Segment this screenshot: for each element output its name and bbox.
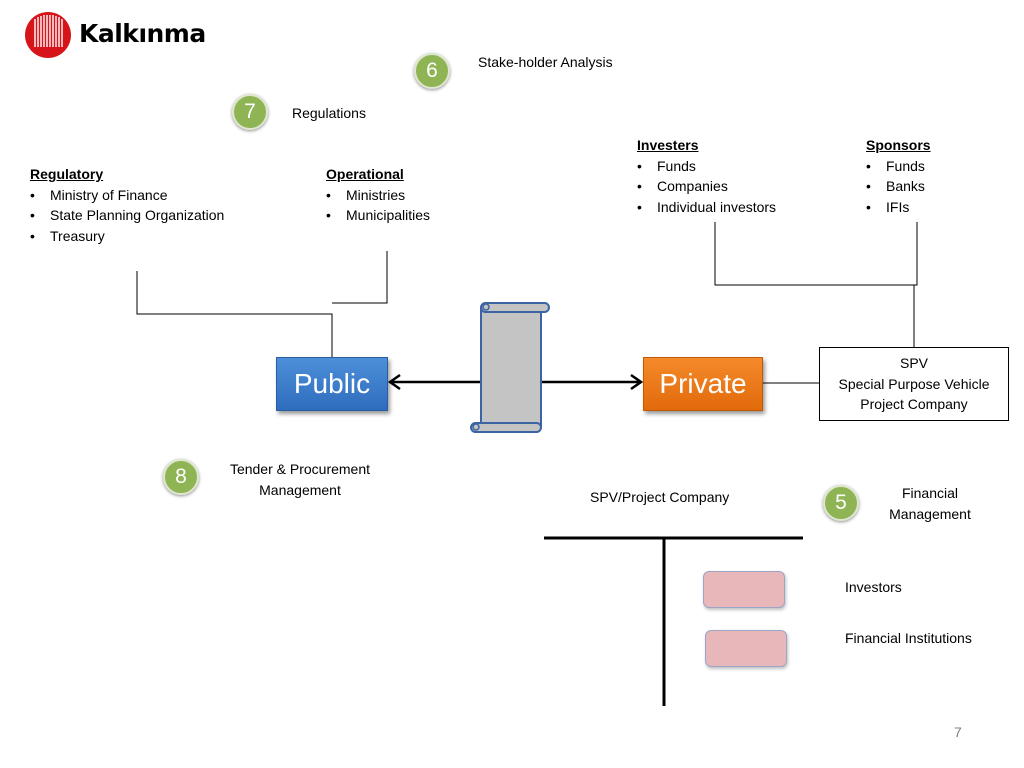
operational-group: Operational Ministries Municipalities [326, 164, 486, 226]
operational-list: Ministries Municipalities [326, 185, 486, 226]
sponsors-heading: Sponsors [866, 137, 931, 153]
list-item: Individual investors [637, 197, 817, 218]
spv-project-company: Project Company [860, 396, 968, 413]
step-6-badge: 6 [414, 53, 450, 89]
investers-heading: Investers [637, 137, 699, 153]
investers-connector [714, 222, 918, 286]
sponsors-group: Sponsors Funds Banks IFIs [866, 135, 986, 217]
operational-heading: Operational [326, 166, 404, 182]
tchart-title: SPV/Project Company [590, 489, 730, 505]
spv-subtitle: Special Purpose Vehicle [838, 375, 990, 392]
list-item: Ministry of Finance [30, 185, 290, 206]
step-5-badge: 5 [823, 485, 859, 521]
page-number: 7 [954, 724, 962, 740]
operational-connector [332, 251, 388, 304]
logo: Kalkınma [24, 11, 224, 59]
list-item: Companies [637, 176, 817, 197]
public-box: Public [276, 357, 388, 411]
list-item: Treasury [30, 226, 290, 247]
regulatory-heading: Regulatory [30, 166, 104, 182]
list-item: Municipalities [326, 205, 486, 226]
regulatory-list: Ministry of Finance State Planning Organ… [30, 185, 290, 247]
investers-list: Funds Companies Individual investors [637, 156, 817, 218]
step-7-badge: 7 [232, 94, 268, 130]
spv-box: SPV Special Purpose Vehicle Project Comp… [819, 347, 1009, 421]
step-6-label: Stake-holder Analysis [478, 54, 613, 70]
step-8-badge: 8 [163, 459, 199, 495]
list-item: Funds [866, 156, 986, 177]
private-box: Private [643, 357, 763, 411]
list-item: State Planning Organization [30, 205, 290, 226]
list-item: Ministries [326, 185, 486, 206]
investors-box [703, 571, 785, 608]
step-5-label: Financial Management [889, 485, 971, 522]
kalkinma-logo-icon [25, 12, 71, 58]
regulatory-group: Regulatory Ministry of Finance State Pla… [30, 164, 290, 246]
contract-scroll-icon [470, 302, 550, 433]
step-7-label: Regulations [292, 105, 366, 121]
logo-text: Kalkınma [79, 19, 206, 48]
step-8-label: Tender & Procurement Management [229, 461, 371, 498]
list-item: IFIs [866, 197, 986, 218]
regulatory-connector [136, 271, 333, 357]
investors-label: Investors [845, 579, 902, 595]
financial-institutions-box [705, 630, 787, 667]
financial-institutions-label: Financial Institutions [845, 630, 972, 646]
list-item: Banks [866, 176, 986, 197]
sponsors-list: Funds Banks IFIs [866, 156, 986, 218]
investers-group: Investers Funds Companies Individual inv… [637, 135, 817, 217]
spv-title: SPV [899, 355, 928, 372]
list-item: Funds [637, 156, 817, 177]
